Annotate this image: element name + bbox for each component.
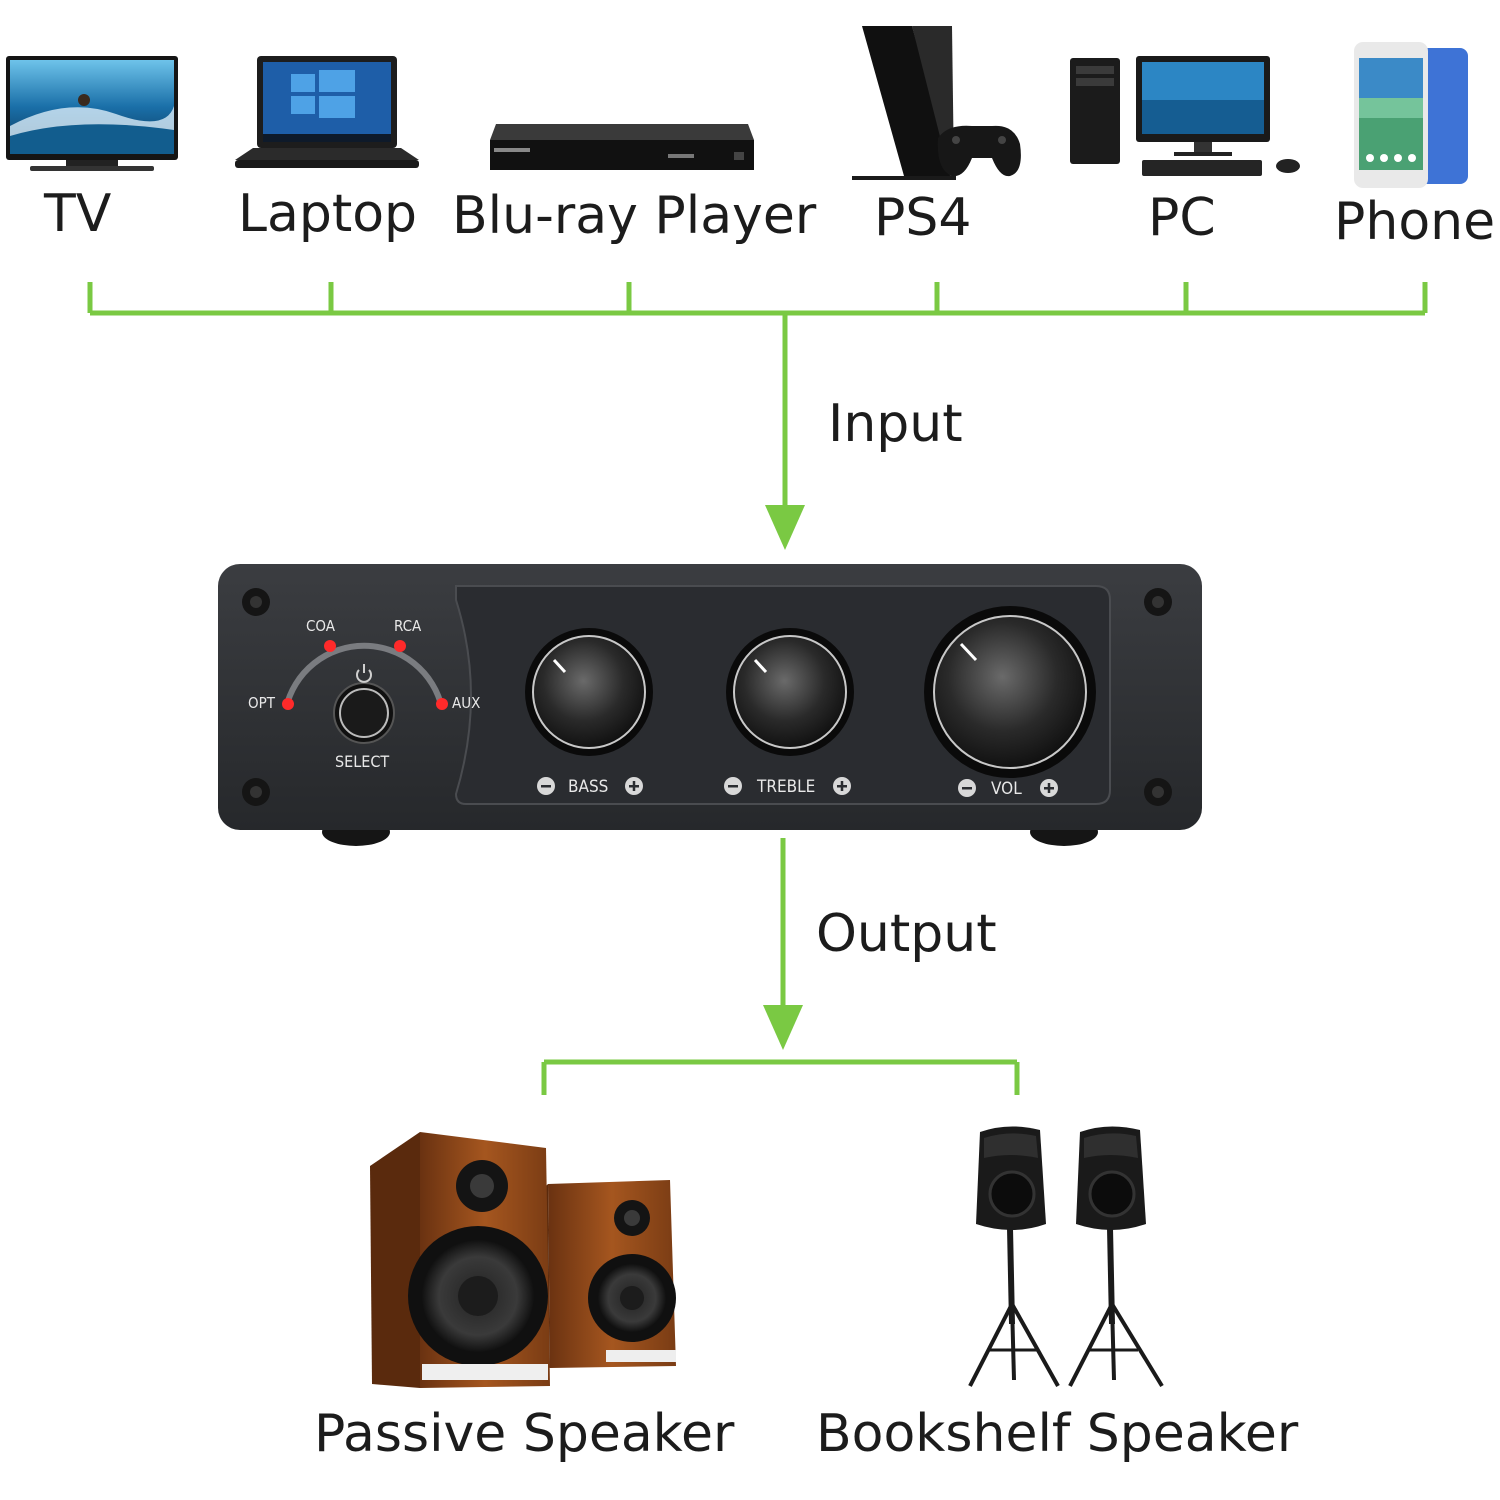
source-label-pc: PC — [1148, 188, 1216, 248]
ps4-icon — [852, 26, 1021, 180]
screws — [242, 588, 1172, 806]
treble-minus-icon — [724, 777, 742, 795]
source-label-ps4: PS4 — [874, 188, 972, 248]
passive-speaker-icon — [370, 1132, 676, 1388]
input-label-opt: OPT — [248, 694, 276, 712]
input-arrow-head — [765, 505, 805, 550]
vol-label: VOL — [991, 779, 1022, 799]
output-label: Output — [816, 904, 997, 964]
laptop-icon — [235, 56, 419, 168]
output-label-bookshelf-speaker: Bookshelf Speaker — [816, 1404, 1299, 1464]
pa-speaker-on-stand-icon — [968, 1126, 1164, 1388]
bass-minus-icon — [537, 777, 555, 795]
source-label-laptop: Laptop — [238, 184, 418, 244]
vol-plus-icon — [1040, 779, 1058, 797]
input-label-rca: RCA — [394, 617, 422, 635]
pa-speaker-left — [968, 1126, 1060, 1387]
phone-icon — [1354, 42, 1468, 188]
treble-plus-icon — [833, 777, 851, 795]
select-label: SELECT — [335, 752, 389, 771]
power-icon — [356, 664, 372, 683]
pa-speaker-right — [1068, 1126, 1164, 1388]
select-button[interactable] — [333, 682, 395, 744]
output-arrow-head — [763, 1005, 803, 1050]
pc-icon — [1070, 56, 1300, 176]
tv-icon — [6, 56, 178, 171]
treble-knob[interactable] — [726, 628, 854, 756]
vol-minus-icon — [958, 779, 976, 797]
input-label: Input — [828, 394, 963, 454]
source-label-bluray-player: Blu-ray Player — [452, 186, 817, 246]
amplifier: OPT COA RCA AUX SELECT BASS TREBLE VOL — [218, 564, 1202, 846]
source-label-phone: Phone — [1334, 192, 1496, 252]
output-label-passive-speaker: Passive Speaker — [314, 1404, 735, 1464]
volume-knob[interactable] — [924, 606, 1096, 778]
source-label-tv: TV — [44, 184, 112, 244]
bass-label: BASS — [568, 777, 608, 797]
bass-knob[interactable] — [525, 628, 653, 756]
input-leds — [282, 640, 448, 710]
input-label-coa: COA — [306, 617, 336, 635]
input-label-aux: AUX — [452, 694, 480, 712]
treble-label: TREBLE — [756, 777, 815, 797]
bass-plus-icon — [625, 777, 643, 795]
bluray-player-icon — [490, 124, 754, 170]
